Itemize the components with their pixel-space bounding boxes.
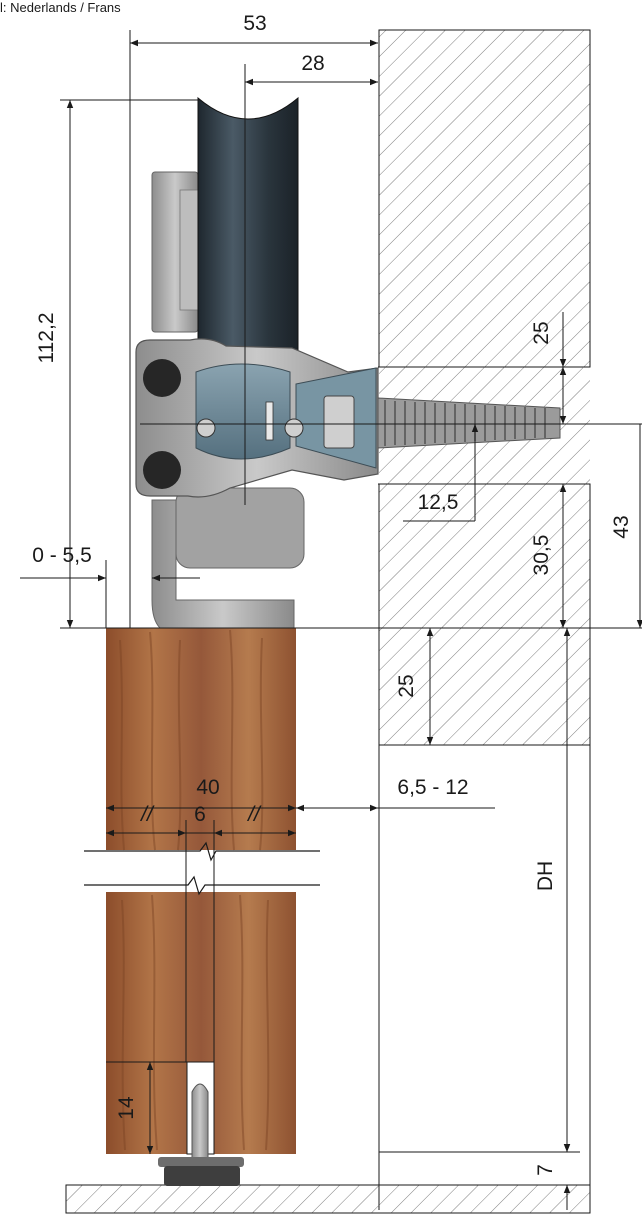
dim-30-5: 30,5	[530, 535, 553, 576]
dim-6-5-12: 6,5 - 12	[397, 776, 468, 799]
dimension-lines	[20, 39, 642, 1210]
hanging-bracket	[151, 171, 305, 629]
dim-53: 53	[243, 12, 266, 35]
dim-28: 28	[301, 52, 324, 75]
wood-door	[84, 628, 320, 1155]
roller-wheel	[197, 96, 299, 401]
wall-section	[378, 29, 591, 1210]
dim-12-5: 12,5	[418, 491, 459, 514]
track-profile	[135, 338, 379, 498]
header-caption: l: Nederlands / Frans	[0, 0, 121, 15]
floor-section	[65, 1184, 591, 1214]
floor-guide	[158, 1083, 244, 1186]
dim-0-5-5: 0 - 5,5	[32, 544, 92, 567]
dim-6: 6	[194, 803, 206, 826]
dim-14: 14	[115, 1096, 138, 1120]
wall-anchor-screw	[377, 397, 561, 449]
dim-dh: DH	[534, 861, 557, 891]
reference-lines	[60, 30, 642, 1153]
dim-25-lower: 25	[395, 674, 418, 697]
dim-slash-right: //	[246, 803, 262, 826]
dim-7: 7	[534, 1164, 557, 1176]
dim-112-2: 112,2	[35, 313, 58, 364]
dim-slash-left: //	[139, 803, 155, 826]
dim-40: 40	[196, 776, 219, 799]
dim-43: 43	[610, 515, 633, 538]
dim-25-top: 25	[530, 321, 553, 344]
